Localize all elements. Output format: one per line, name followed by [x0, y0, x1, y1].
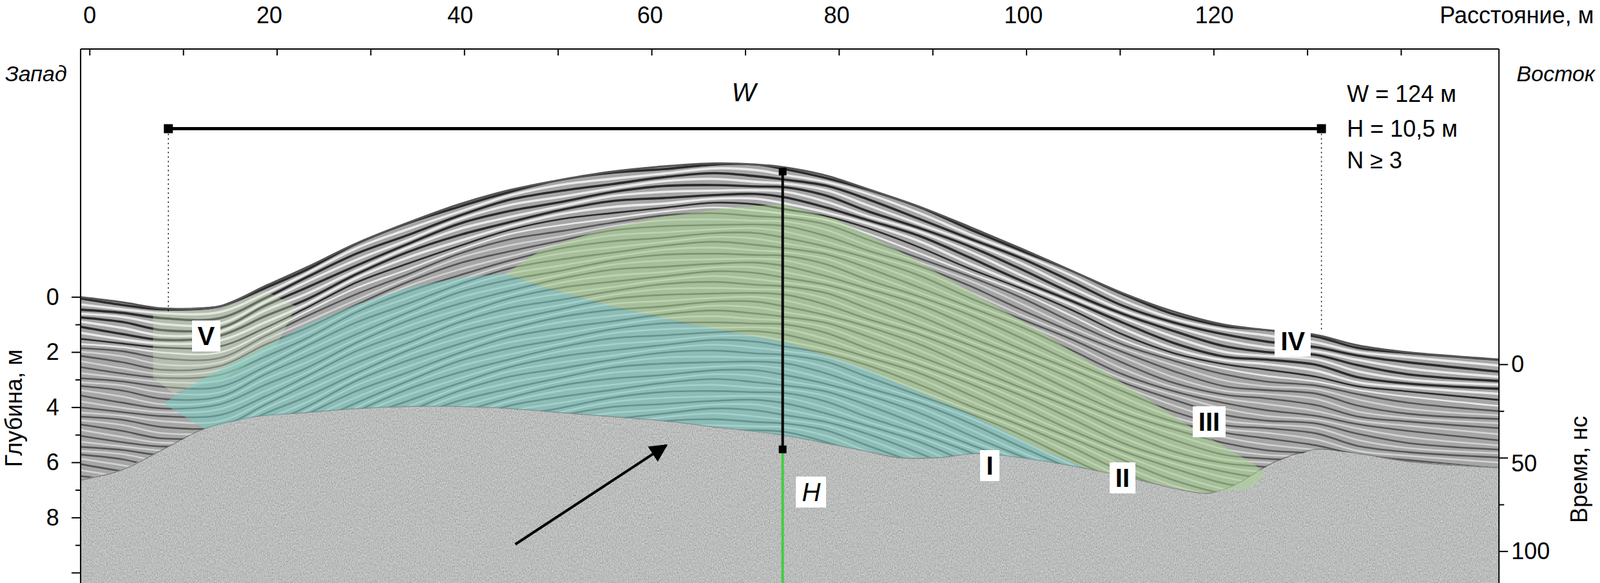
axis-label: 0 [1511, 352, 1524, 376]
tick [75, 544, 81, 546]
height-bar [781, 171, 785, 450]
width-bar [168, 126, 1321, 131]
tick [1400, 48, 1403, 56]
axis-label: 80 [823, 3, 850, 28]
bar-end [779, 445, 787, 454]
axis-label: 8 [46, 505, 60, 530]
tick [1306, 48, 1309, 56]
axis-label: 0 [83, 3, 97, 28]
bar-end [1317, 124, 1327, 134]
tick [1498, 503, 1504, 506]
tick [932, 48, 934, 56]
tick [1498, 410, 1504, 412]
axis-label: 60 [637, 3, 664, 28]
pointer-arrow [515, 444, 667, 544]
axis-label: 120 [1194, 3, 1234, 28]
tick [71, 296, 81, 298]
tick [463, 48, 466, 56]
unit-number: IV [1280, 327, 1305, 354]
tick [1498, 456, 1508, 459]
green-line [781, 449, 785, 583]
tick [1025, 48, 1028, 56]
unit-label-box: IV [1274, 325, 1311, 357]
ground-surface [80, 163, 1499, 359]
axis-label: 20 [256, 3, 283, 28]
axis-label: 100 [1003, 3, 1043, 28]
tick [838, 48, 840, 56]
tick [71, 406, 81, 408]
bar-end [163, 124, 173, 134]
dimension-label: H [801, 478, 821, 505]
tick [1498, 363, 1508, 365]
unit-label-box: III [1192, 405, 1226, 437]
axis-label: 50 [1511, 451, 1537, 475]
unit-number: III [1198, 408, 1220, 435]
tick [183, 48, 185, 56]
tick [1498, 550, 1508, 552]
axis-label: 2 [46, 340, 60, 364]
axis-label: H = 10,5 м [1346, 117, 1458, 141]
tick [75, 324, 81, 326]
axis-label: Восток [1516, 62, 1596, 85]
unit-label-box: H [795, 476, 827, 508]
unit-number: V [197, 322, 216, 349]
tick [1213, 48, 1215, 56]
tick [71, 516, 81, 519]
axis-label: N ≥ 3 [1346, 148, 1403, 173]
unit-number: II [1115, 464, 1130, 491]
unit-label-box: V [192, 320, 222, 352]
unit-number: I [985, 452, 993, 479]
tick [75, 489, 81, 491]
axis-label: W = 124 м [1346, 82, 1457, 106]
dotted-guide [1320, 134, 1323, 332]
axis-label: 4 [46, 395, 60, 419]
unit-label-box: I [980, 449, 999, 481]
tick [71, 571, 81, 573]
tick [744, 48, 747, 56]
dotted-guide [168, 134, 170, 312]
axis-title: Глубина, м [2, 349, 26, 467]
dimension-label: W [732, 79, 757, 106]
axis-label: Расстояние, м [1439, 3, 1594, 28]
axis-label: 6 [46, 450, 60, 474]
tick [1119, 48, 1121, 56]
axis-label: 0 [46, 285, 60, 309]
tick [88, 48, 91, 56]
tick [651, 48, 653, 56]
axis-label: 40 [447, 3, 473, 28]
unit-ii [505, 204, 1266, 493]
unit-label-box: II [1109, 462, 1136, 493]
tick [276, 48, 278, 56]
bar-end [779, 167, 787, 176]
tick [557, 48, 559, 56]
axes [71, 48, 1508, 583]
axis-label: Запад [5, 62, 68, 85]
tick [75, 434, 81, 436]
tick [71, 461, 81, 463]
tick [369, 48, 372, 56]
tick [71, 351, 81, 353]
tick [75, 378, 81, 381]
axis-label: 100 [1511, 539, 1550, 563]
axis-title: Время, нс [1567, 415, 1591, 523]
